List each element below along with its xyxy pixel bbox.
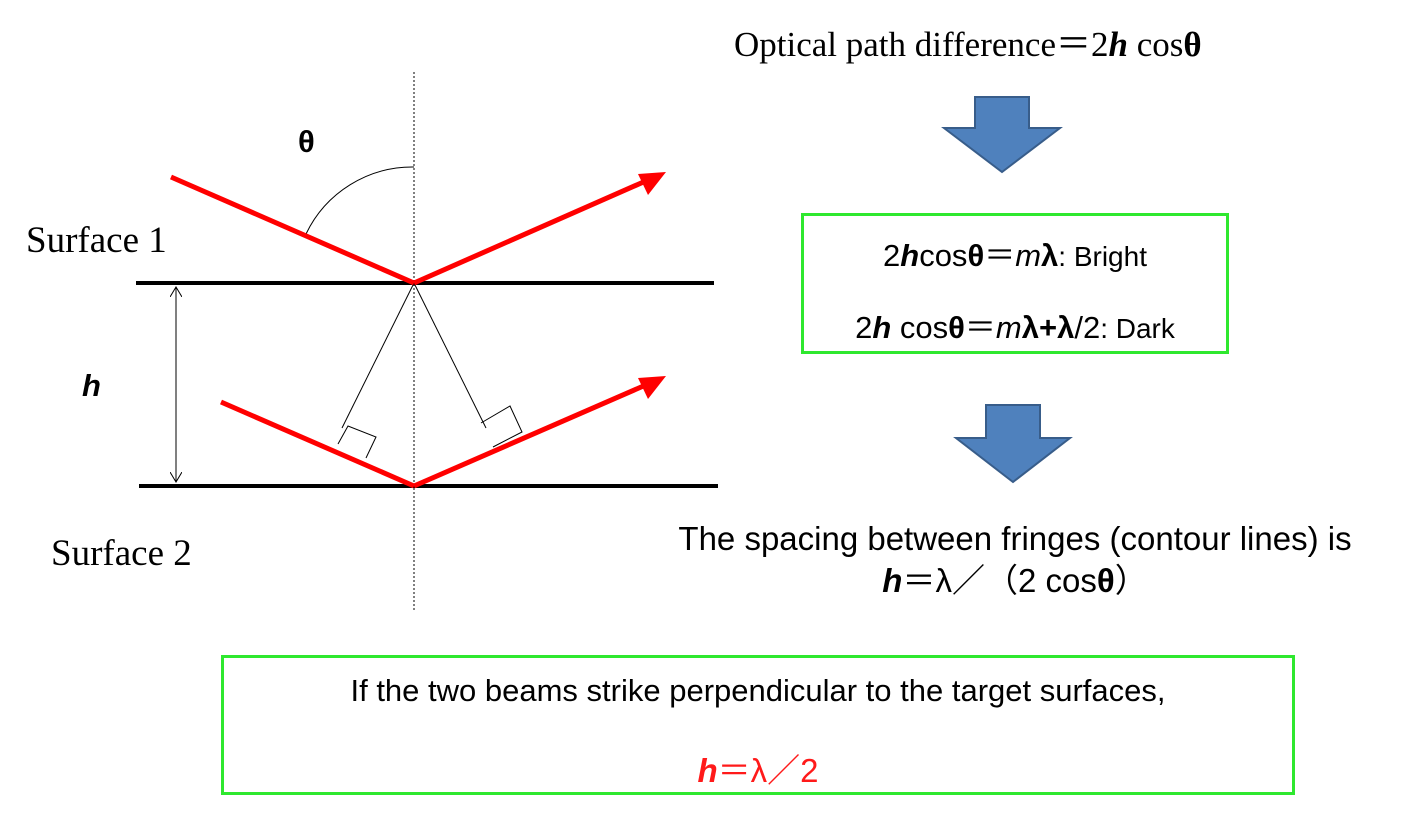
fringe-spacing-text: The spacing between fringes (contour lin… [620, 518, 1410, 602]
perpendicular-formula: h＝λ／2 [697, 752, 819, 789]
right-angle-mark-left [337, 425, 377, 459]
surface-1-label: Surface 1 [26, 220, 167, 261]
perpendicular-line-right [413, 282, 487, 429]
theta-label: θ [298, 124, 315, 159]
bright-condition: 2hcosθ＝mλ: Bright [883, 238, 1147, 273]
reflected-beam-lower [413, 381, 649, 489]
perpendicular-box: If the two beams strike perpendicular to… [221, 655, 1295, 795]
right-angle-mark-right [480, 405, 523, 448]
down-arrow-1 [941, 96, 1063, 174]
reflected-beam-upper [412, 177, 650, 286]
surface-2-label: Surface 2 [51, 533, 192, 574]
reflected-beam-upper-arrowhead [638, 172, 666, 195]
down-arrow-2 [953, 404, 1073, 484]
incident-beam-upper [170, 174, 415, 286]
incident-beam-lower [220, 399, 415, 489]
optical-path-difference: Optical path difference＝2h cosθ [734, 25, 1202, 64]
fringe-spacing-line-1: The spacing between fringes (contour lin… [678, 520, 1352, 557]
dark-condition: 2h cosθ＝mλ+λ/2: Dark [855, 310, 1175, 345]
h-label: h [82, 368, 101, 403]
conditions-box: 2hcosθ＝mλ: Bright 2h cosθ＝mλ+λ/2: Dark [801, 213, 1229, 354]
perpendicular-line-left [341, 282, 415, 429]
angle-arc [305, 166, 415, 235]
reflected-beam-lower-arrowhead [638, 376, 666, 399]
fringe-spacing-formula: h＝λ／（2 cosθ） [882, 562, 1148, 599]
perpendicular-text: If the two beams strike perpendicular to… [350, 673, 1166, 708]
